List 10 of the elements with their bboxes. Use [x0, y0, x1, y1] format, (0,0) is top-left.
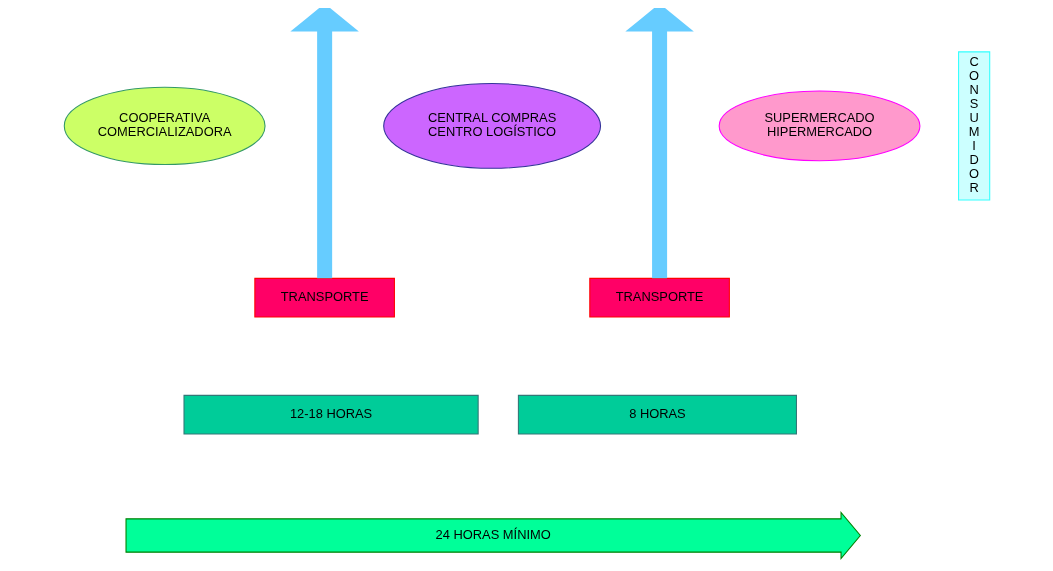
node-ellipse: COOPERATIVA COMERCIALIZADORA — [63, 86, 266, 166]
node-box: 12-18 HORAS — [182, 394, 479, 435]
arrow — [289, 8, 359, 279]
node-box: TRANSPORTE — [253, 277, 395, 318]
node-ellipse: CENTRAL COMPRAS CENTRO LOGÍSTICO — [382, 83, 601, 169]
node-box: 8 HORAS — [517, 394, 797, 435]
arrow — [624, 8, 694, 279]
node-box: CONSUMIDOR — [957, 51, 990, 201]
node-ellipse: SUPERMERCADO HIPERMERCADO — [718, 90, 920, 162]
node-box: TRANSPORTE — [588, 277, 730, 318]
